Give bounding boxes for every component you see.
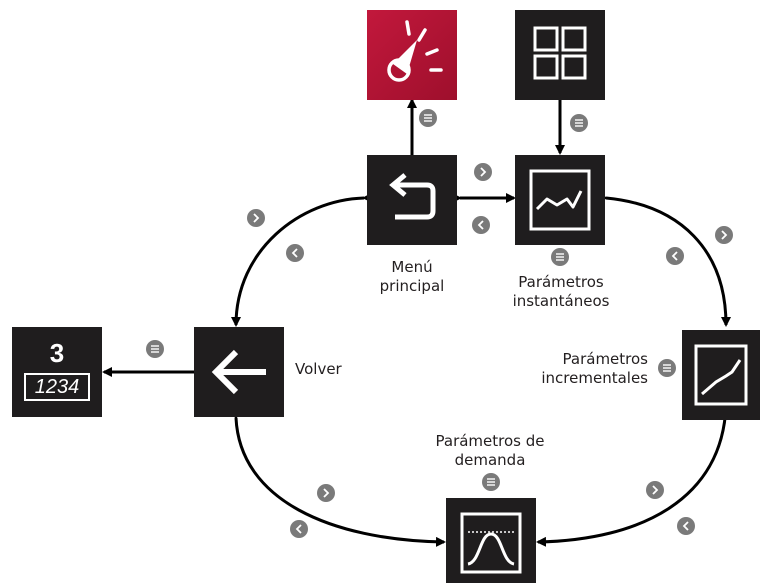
chevron-left-icon [682, 521, 689, 531]
chevron-right-icon [253, 213, 260, 223]
chevron-left-icon [477, 220, 484, 230]
prev-button-back-demand[interactable] [290, 520, 308, 538]
grid-box[interactable] [515, 10, 605, 100]
counter-value: 1234 [24, 373, 90, 401]
demand-params-box[interactable] [446, 498, 536, 583]
demand-params-label-line2: demanda [454, 451, 526, 469]
instant-params-box[interactable] [515, 155, 605, 245]
rising-line-chart-icon [694, 344, 748, 406]
main-menu-label-line1: Menú [391, 258, 433, 276]
enter-button-incremental[interactable] [658, 359, 676, 377]
enter-button-grid[interactable] [570, 114, 588, 132]
main-menu-label: Menú principal [366, 258, 458, 296]
back-label: Volver [295, 360, 342, 378]
enter-button-counter[interactable] [146, 340, 164, 358]
grid-squares-icon [533, 26, 587, 80]
next-button-menu-instant[interactable] [474, 163, 492, 181]
prev-button-incremental-demand[interactable] [677, 517, 695, 535]
enter-button-speed[interactable] [419, 109, 437, 127]
enter-button-demand[interactable] [482, 473, 500, 491]
prev-button-menu-instant[interactable] [472, 216, 490, 234]
prev-button-instant-incremental[interactable] [666, 247, 684, 265]
chevron-right-icon [721, 230, 728, 240]
menu-lines-icon [556, 253, 564, 261]
chevron-left-icon [295, 524, 302, 534]
menu-lines-icon [151, 345, 159, 353]
incremental-params-box[interactable] [682, 330, 760, 420]
incremental-params-label: Parámetros incrementales [530, 350, 648, 388]
waveform-chart-icon [529, 169, 591, 231]
instant-params-label: Parámetros instantáneos [500, 273, 622, 311]
return-arrow-icon [389, 173, 436, 220]
counter-big-digit: 3 [49, 338, 65, 368]
arrow-menu-back [231, 192, 373, 327]
menu-lines-icon [663, 364, 671, 372]
chevron-left-icon [291, 248, 298, 258]
arrow-back-demand [230, 409, 446, 547]
speed-box[interactable] [367, 10, 457, 100]
enter-button-instant[interactable] [551, 248, 569, 266]
demand-params-label: Parámetros de demanda [420, 432, 560, 470]
menu-lines-icon [424, 114, 432, 122]
next-button-incremental-demand[interactable] [646, 481, 664, 499]
instant-params-label-line1: Parámetros [518, 273, 604, 291]
next-button-instant-incremental[interactable] [715, 226, 733, 244]
menu-lines-icon [487, 478, 495, 486]
left-arrow-icon [211, 349, 266, 395]
bell-curve-chart-icon [460, 512, 522, 574]
next-button-back-demand[interactable] [317, 484, 335, 502]
instant-params-label-line2: instantáneos [512, 292, 610, 310]
incremental-params-label-line2: incrementales [541, 369, 648, 387]
chevron-right-icon [480, 167, 487, 177]
menu-lines-icon [575, 119, 583, 127]
chevron-left-icon [671, 251, 678, 261]
arrow-incremental-demand [536, 397, 732, 547]
counter-display: 3 1234 [12, 327, 102, 417]
chevron-right-icon [323, 488, 330, 498]
arrow-instant-incremental [597, 192, 731, 327]
demand-params-label-line1: Parámetros de [435, 432, 545, 450]
incremental-params-label-line1: Parámetros [562, 350, 648, 368]
main-menu-label-line2: principal [379, 277, 445, 295]
chevron-right-icon [652, 485, 659, 495]
speedometer-icon [387, 20, 443, 82]
main-menu-box[interactable] [367, 155, 457, 245]
next-button-menu-back[interactable] [247, 209, 265, 227]
back-box[interactable] [194, 327, 284, 417]
prev-button-menu-back[interactable] [286, 244, 304, 262]
